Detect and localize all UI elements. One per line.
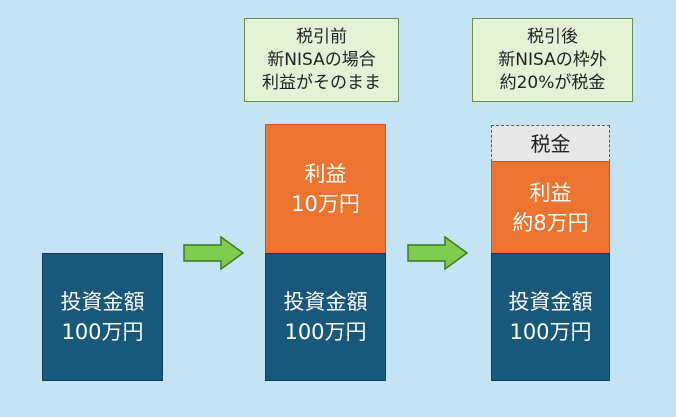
tax-box: 税金 <box>491 125 610 162</box>
investment-amount: 100万円 <box>61 320 144 344</box>
investment-box-posttax: 投資金額 100万円 <box>491 253 610 381</box>
investment-label: 投資金額 <box>508 290 593 314</box>
investment-amount: 100万円 <box>284 320 367 344</box>
pretax-note-title: 税引前 <box>296 26 347 47</box>
posttax-note-line3: 約20%が税金 <box>499 72 606 93</box>
profit-amount: 10万円 <box>291 192 360 216</box>
investment-label: 投資金額 <box>283 290 368 314</box>
tax-label: 税金 <box>530 131 571 156</box>
posttax-note-title: 税引後 <box>527 26 578 47</box>
investment-box-initial: 投資金額 100万円 <box>42 253 163 381</box>
right-arrow-icon <box>183 235 245 271</box>
investment-box-pretax: 投資金額 100万円 <box>265 253 386 381</box>
investment-amount: 100万円 <box>509 320 592 344</box>
right-arrow-icon <box>407 235 469 271</box>
pretax-note-line3: 利益がそのまま <box>262 72 381 93</box>
pretax-note: 税引前 新NISAの場合 利益がそのまま <box>244 18 399 102</box>
posttax-note: 税引後 新NISAの枠外 約20%が税金 <box>472 18 633 102</box>
profit-box-pretax: 利益 10万円 <box>265 124 386 254</box>
profit-label: 利益 <box>529 180 572 205</box>
profit-label: 利益 <box>304 162 347 186</box>
profit-box-posttax: 利益 約8万円 <box>491 161 610 254</box>
pretax-note-line2: 新NISAの場合 <box>267 49 376 70</box>
posttax-note-line2: 新NISAの枠外 <box>498 49 607 70</box>
investment-label: 投資金額 <box>60 290 145 314</box>
profit-amount: 約8万円 <box>512 210 589 235</box>
